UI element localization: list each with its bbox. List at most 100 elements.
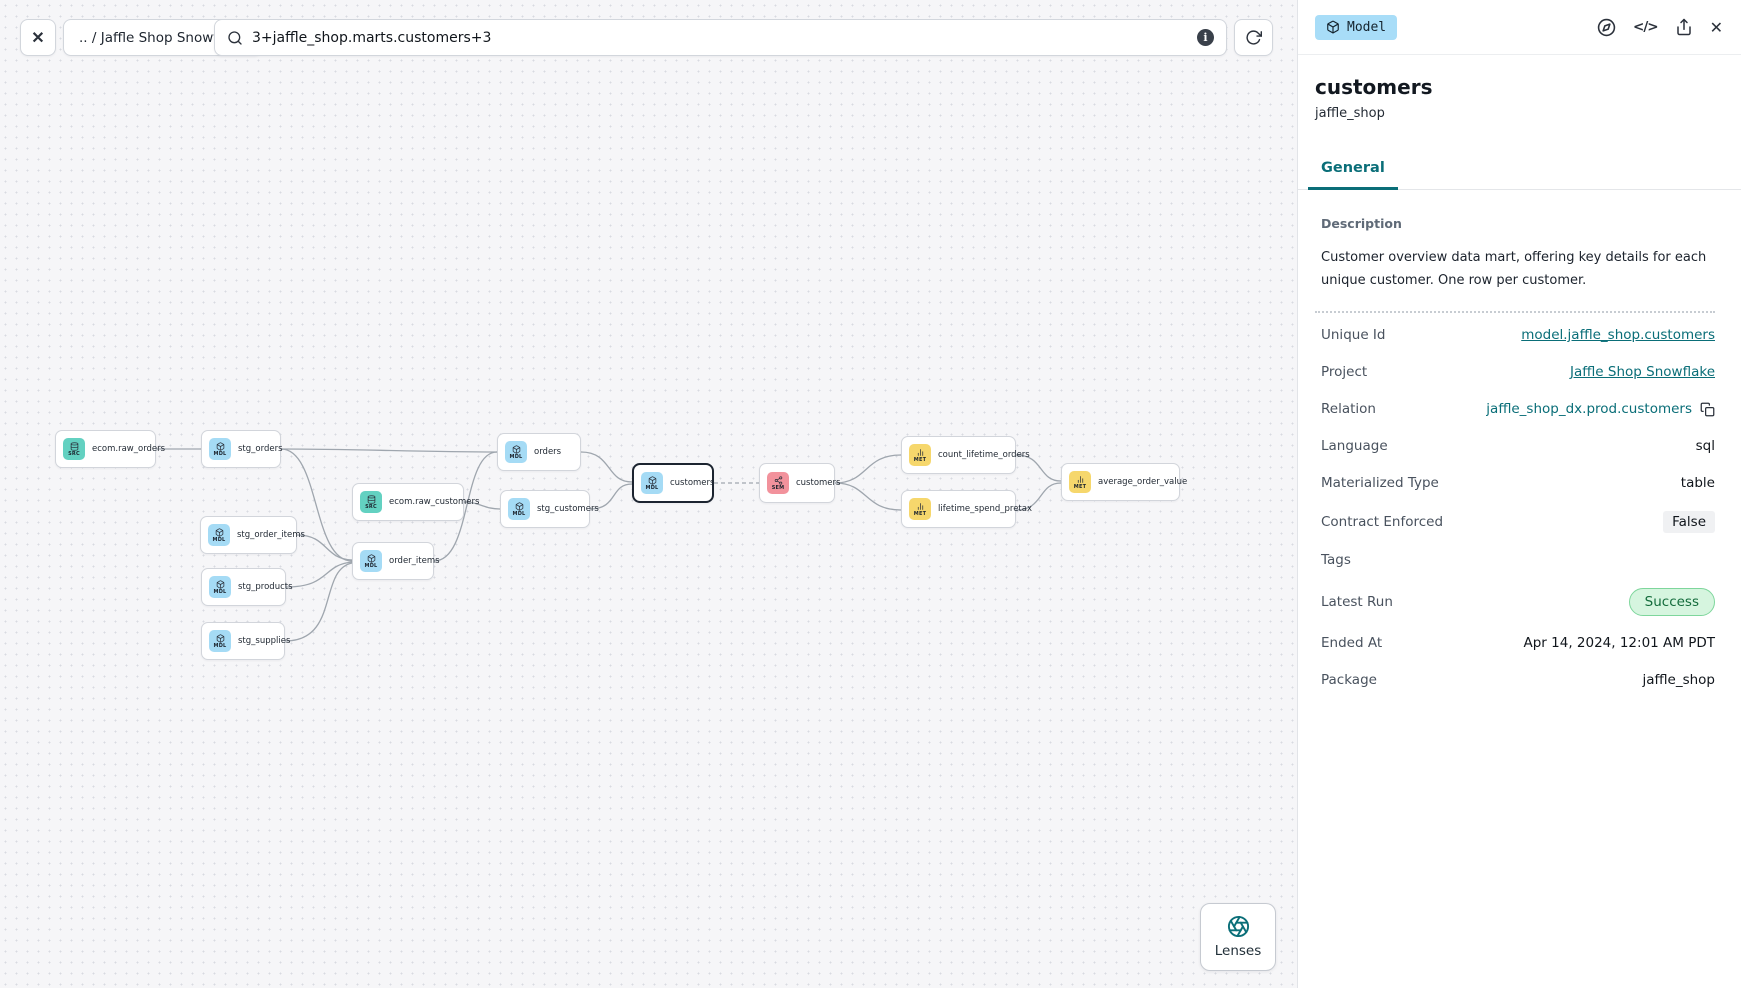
- bar-chart-icon: [916, 448, 925, 457]
- panel-title: customers: [1315, 75, 1433, 99]
- badge-label: MDL: [509, 453, 523, 460]
- panel-header: Model </> ✕: [1298, 0, 1741, 55]
- badge-label: MDL: [364, 562, 378, 569]
- model-badge: MDL: [360, 550, 382, 572]
- search-icon: [228, 30, 242, 45]
- badge-label: MDL: [512, 510, 526, 517]
- cube-icon: [648, 476, 657, 485]
- project-link[interactable]: Jaffle Shop Snowflake: [1570, 364, 1715, 380]
- node-lifetime-spend-pretax[interactable]: MET lifetime_spend_pretax: [901, 490, 1032, 528]
- badge-label: MDL: [213, 450, 227, 457]
- resource-type-badge: Model: [1315, 14, 1398, 40]
- model-badge: MDL: [209, 576, 231, 598]
- node-orders[interactable]: MDL orders: [497, 433, 581, 471]
- field-label: Package: [1321, 672, 1377, 688]
- node-label: ecom.raw_customers: [389, 497, 480, 507]
- badge-label: MET: [913, 510, 927, 517]
- status-badge: Success: [1628, 587, 1715, 616]
- node-label: order_items: [389, 556, 440, 566]
- node-label: orders: [534, 447, 562, 457]
- model-badge: MDL: [508, 498, 530, 520]
- lenses-button[interactable]: Lenses: [1200, 903, 1276, 971]
- semantic-badge: SEM: [767, 472, 789, 494]
- model-badge: MDL: [641, 472, 663, 494]
- edge: [1015, 482, 1062, 511]
- lineage-canvas[interactable]: SRC ecom.raw_orders MDL stg_orders SRC e…: [0, 0, 1297, 988]
- code-icon: </>: [1633, 19, 1659, 35]
- node-label: ecom.raw_orders: [92, 444, 166, 454]
- copy-icon: [1700, 402, 1715, 416]
- refresh-icon: [1246, 30, 1262, 45]
- field-label: Language: [1321, 438, 1388, 454]
- materialized-type-value: table: [1680, 475, 1715, 491]
- share-nodes-icon: [774, 476, 783, 485]
- share-icon: [1676, 18, 1691, 36]
- close-icon: ✕: [1709, 17, 1723, 37]
- node-customers-semantic[interactable]: SEM customers: [759, 463, 840, 503]
- field-label: Materialized Type: [1321, 475, 1439, 491]
- resource-type-label: Model: [1347, 19, 1387, 35]
- node-average-order-value[interactable]: MET average_order_value: [1061, 463, 1187, 501]
- badge-label: MDL: [212, 536, 226, 543]
- node-label: stg_customers: [537, 504, 599, 514]
- field-row-unique-id: Unique Id model.jaffle_shop.customers: [1315, 317, 1715, 354]
- node-ecom-raw-customers[interactable]: SRC ecom.raw_customers: [352, 483, 479, 521]
- metric-badge: MET: [1069, 471, 1091, 493]
- tab-label: General: [1321, 160, 1385, 176]
- refresh-button[interactable]: [1234, 19, 1273, 56]
- node-label: customers: [670, 478, 715, 488]
- edge: [1015, 454, 1062, 482]
- node-stg-products[interactable]: MDL stg_products: [201, 568, 293, 606]
- node-stg-orders[interactable]: MDL stg_orders: [201, 430, 283, 468]
- metric-badge: MET: [909, 444, 931, 466]
- node-stg-order-items[interactable]: MDL stg_order_items: [200, 516, 305, 554]
- info-icon[interactable]: i: [1197, 29, 1214, 46]
- source-badge: SRC: [360, 491, 382, 513]
- search-input[interactable]: [252, 29, 1188, 46]
- bar-chart-icon: [916, 502, 925, 511]
- field-row-tags: Tags: [1315, 542, 1715, 579]
- tab-general[interactable]: General: [1308, 151, 1398, 190]
- node-count-lifetime-orders[interactable]: MET count_lifetime_orders: [901, 436, 1030, 474]
- cube-icon: [216, 442, 225, 451]
- field-row-contract-enforced: Contract Enforced False: [1315, 502, 1715, 542]
- cube-icon: [215, 528, 224, 537]
- close-icon: ✕: [31, 29, 45, 47]
- node-ecom-raw-orders[interactable]: SRC ecom.raw_orders: [55, 430, 165, 468]
- model-badge: MDL: [209, 630, 231, 652]
- node-customers-selected[interactable]: MDL customers: [632, 463, 714, 503]
- description-text: Customer overview data mart, offering ke…: [1321, 250, 1707, 288]
- compass-icon: [1597, 18, 1616, 36]
- model-badge: MDL: [209, 438, 231, 460]
- explore-lineage-button[interactable]: [1597, 18, 1616, 37]
- node-label: stg_order_items: [237, 530, 305, 540]
- lineage-search-bar[interactable]: i: [214, 19, 1227, 56]
- badge-label: MDL: [645, 484, 659, 491]
- close-graph-button[interactable]: ✕: [20, 19, 56, 56]
- edge: [589, 483, 633, 510]
- copy-button[interactable]: [1700, 402, 1715, 417]
- badge-label: MET: [913, 456, 927, 463]
- node-order-items[interactable]: MDL order_items: [352, 542, 440, 580]
- field-row-ended-at: Ended At Apr 14, 2024, 12:01 AM PDT: [1315, 625, 1715, 662]
- cube-icon: [512, 445, 521, 454]
- package-value: jaffle_shop: [1642, 672, 1715, 688]
- node-label: stg_orders: [238, 444, 283, 454]
- edge: [834, 482, 902, 511]
- edge: [285, 561, 353, 588]
- edge: [280, 448, 353, 562]
- panel-subtitle: jaffle_shop: [1315, 106, 1385, 121]
- model-badge: MDL: [208, 524, 230, 546]
- field-row-relation: Relation jaffle_shop_dx.prod.customers: [1315, 391, 1715, 428]
- relation-value: jaffle_shop_dx.prod.customers: [1486, 401, 1692, 417]
- field-label: Project: [1321, 364, 1368, 380]
- field-row-language: Language sql: [1315, 428, 1715, 465]
- edge: [284, 562, 353, 642]
- cube-icon: [216, 634, 225, 643]
- view-code-button[interactable]: </>: [1633, 19, 1659, 35]
- node-stg-supplies[interactable]: MDL stg_supplies: [201, 622, 290, 660]
- share-button[interactable]: [1675, 18, 1693, 36]
- node-stg-customers[interactable]: MDL stg_customers: [500, 490, 599, 528]
- close-panel-button[interactable]: ✕: [1710, 18, 1723, 37]
- unique-id-link[interactable]: model.jaffle_shop.customers: [1521, 327, 1715, 343]
